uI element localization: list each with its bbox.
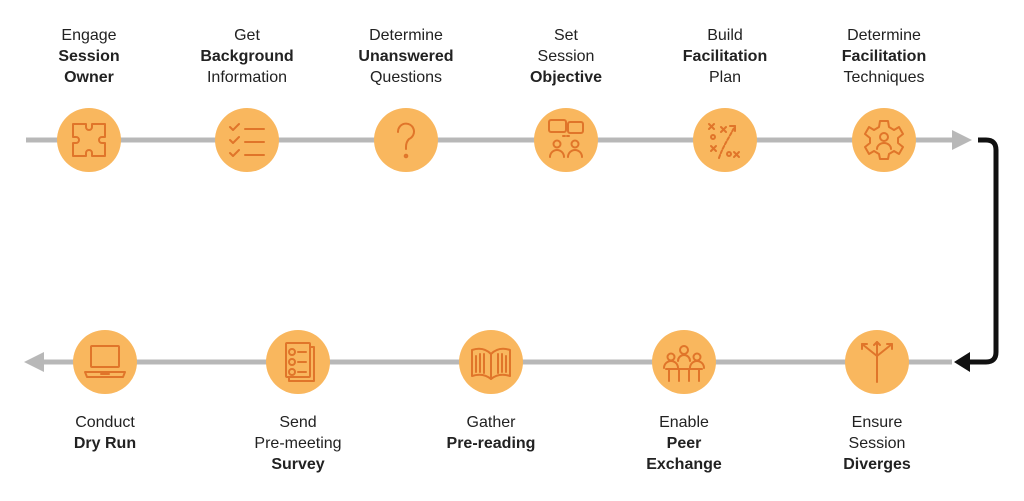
step-circle xyxy=(215,108,279,172)
label-conduct-dry-run: Conduct Dry Run xyxy=(35,412,175,454)
label-line: Set xyxy=(553,27,578,44)
label-line: Determine xyxy=(369,27,443,44)
label-engage-session-owner: Engage Session Owner xyxy=(19,25,159,88)
label-line: Determine xyxy=(847,27,921,44)
label-line: Survey xyxy=(271,456,325,473)
label-line: Build xyxy=(707,27,743,44)
step-conduct-dry-run xyxy=(73,330,137,394)
label-line: Diverges xyxy=(843,456,911,473)
row-connector-arrowhead xyxy=(954,352,970,372)
label-ensure-session-diverges: Ensure Session Diverges xyxy=(807,412,947,475)
label-line: Information xyxy=(206,69,288,86)
label-line: Session xyxy=(537,48,595,65)
label-line: Session xyxy=(58,48,120,65)
label-line: Facilitation xyxy=(682,48,768,65)
label-send-pre-meeting-survey: Send Pre-meeting Survey xyxy=(228,412,368,475)
label-build-facilitation-plan: Build Facilitation Plan xyxy=(655,25,795,88)
label-line: Pre-meeting xyxy=(254,435,342,452)
step-circle xyxy=(374,108,438,172)
label-line: Pre-reading xyxy=(446,435,536,452)
step-gather-pre-reading xyxy=(459,330,523,394)
label-line: Get xyxy=(234,27,260,44)
step-circle xyxy=(652,330,716,394)
label-line: Questions xyxy=(369,69,443,86)
label-line: Plan xyxy=(708,69,742,86)
label-line: Unanswered xyxy=(358,48,454,65)
bottom-track-arrowhead xyxy=(24,352,44,372)
label-enable-peer-exchange: Enable Peer Exchange xyxy=(614,412,754,475)
label-line: Owner xyxy=(64,69,114,86)
label-line: Techniques xyxy=(843,69,925,86)
row-connector xyxy=(968,137,999,365)
label-line: Session xyxy=(848,435,906,452)
step-send-pre-meeting-survey xyxy=(266,330,330,394)
step-circle xyxy=(534,108,598,172)
step-circle xyxy=(73,330,137,394)
step-determine-facilitation-techniques xyxy=(852,108,916,172)
label-line: Conduct xyxy=(75,414,135,431)
label-line: Facilitation xyxy=(841,48,927,65)
label-line: Gather xyxy=(466,414,516,431)
label-line: Dry Run xyxy=(73,435,137,452)
label-determine-facilitation-techniques: Determine Facilitation Techniques xyxy=(814,25,954,88)
label-line: Enable xyxy=(659,414,709,431)
label-line: Exchange xyxy=(646,456,722,473)
step-enable-peer-exchange xyxy=(652,330,716,394)
label-gather-pre-reading: Gather Pre-reading xyxy=(421,412,561,454)
label-set-session-objective: Set Session Objective xyxy=(496,25,636,88)
step-determine-unanswered-questions xyxy=(374,108,438,172)
label-line: Send xyxy=(279,414,317,431)
step-engage-session-owner xyxy=(57,108,121,172)
label-determine-unanswered-questions: Determine Unanswered Questions xyxy=(336,25,476,88)
label-line: Objective xyxy=(529,69,603,86)
top-track-arrowhead xyxy=(952,130,972,150)
step-circle xyxy=(693,108,757,172)
label-line: Ensure xyxy=(851,414,903,431)
label-line: Peer xyxy=(666,435,702,452)
label-line: Engage xyxy=(61,27,117,44)
label-get-background-information: Get Background Information xyxy=(177,25,317,88)
label-line: Background xyxy=(200,48,294,65)
step-circle xyxy=(57,108,121,172)
step-ensure-session-diverges xyxy=(845,330,909,394)
step-set-session-objective xyxy=(534,108,598,172)
step-get-background-information xyxy=(215,108,279,172)
step-build-facilitation-plan xyxy=(693,108,757,172)
